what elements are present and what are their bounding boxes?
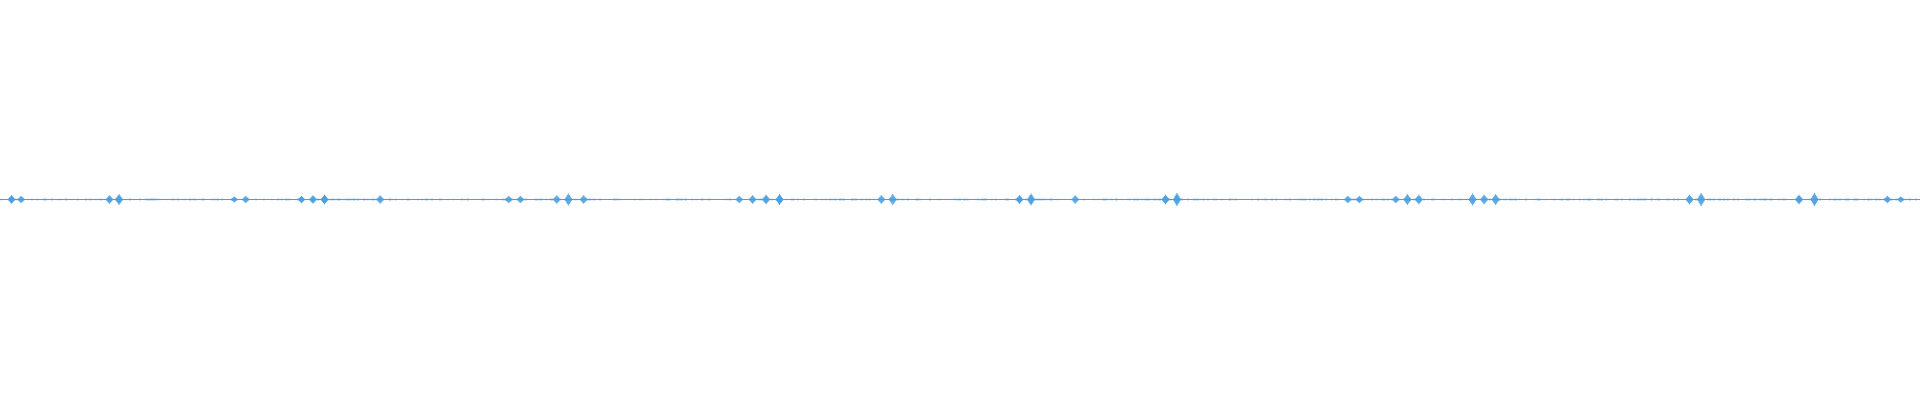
waveform-spike [877,195,885,204]
waveform-noise [0,197,1919,202]
waveform-spike [1016,195,1024,204]
waveform-spike [1161,194,1169,205]
waveform-spike [17,195,25,204]
waveform-spike [1810,192,1818,207]
waveform-spike [1403,194,1411,205]
waveform-spike [1027,193,1035,206]
waveform-spike [776,194,784,205]
waveform-spike [1697,192,1705,207]
waveform-spike [115,194,123,205]
waveform-spike [320,194,328,205]
waveform-spike [8,195,16,204]
waveform-spike [1355,195,1363,204]
waveform-spike [1173,192,1181,207]
waveform-spike [309,195,317,204]
waveform-spike [297,195,305,204]
waveform-spike [1071,195,1079,204]
waveform-spike [1897,196,1905,203]
waveform-noise-path [0,197,1919,202]
waveform-spike [1415,194,1423,205]
waveform-spike [553,195,561,204]
waveform-spike [105,195,113,204]
waveform-spike [889,194,897,205]
waveform-spike [735,195,743,204]
waveform-spike [1469,193,1477,206]
waveform-spike [1795,194,1803,205]
waveform-spike [749,195,757,204]
waveform-spike [505,195,513,204]
waveform-spike [1883,195,1891,204]
